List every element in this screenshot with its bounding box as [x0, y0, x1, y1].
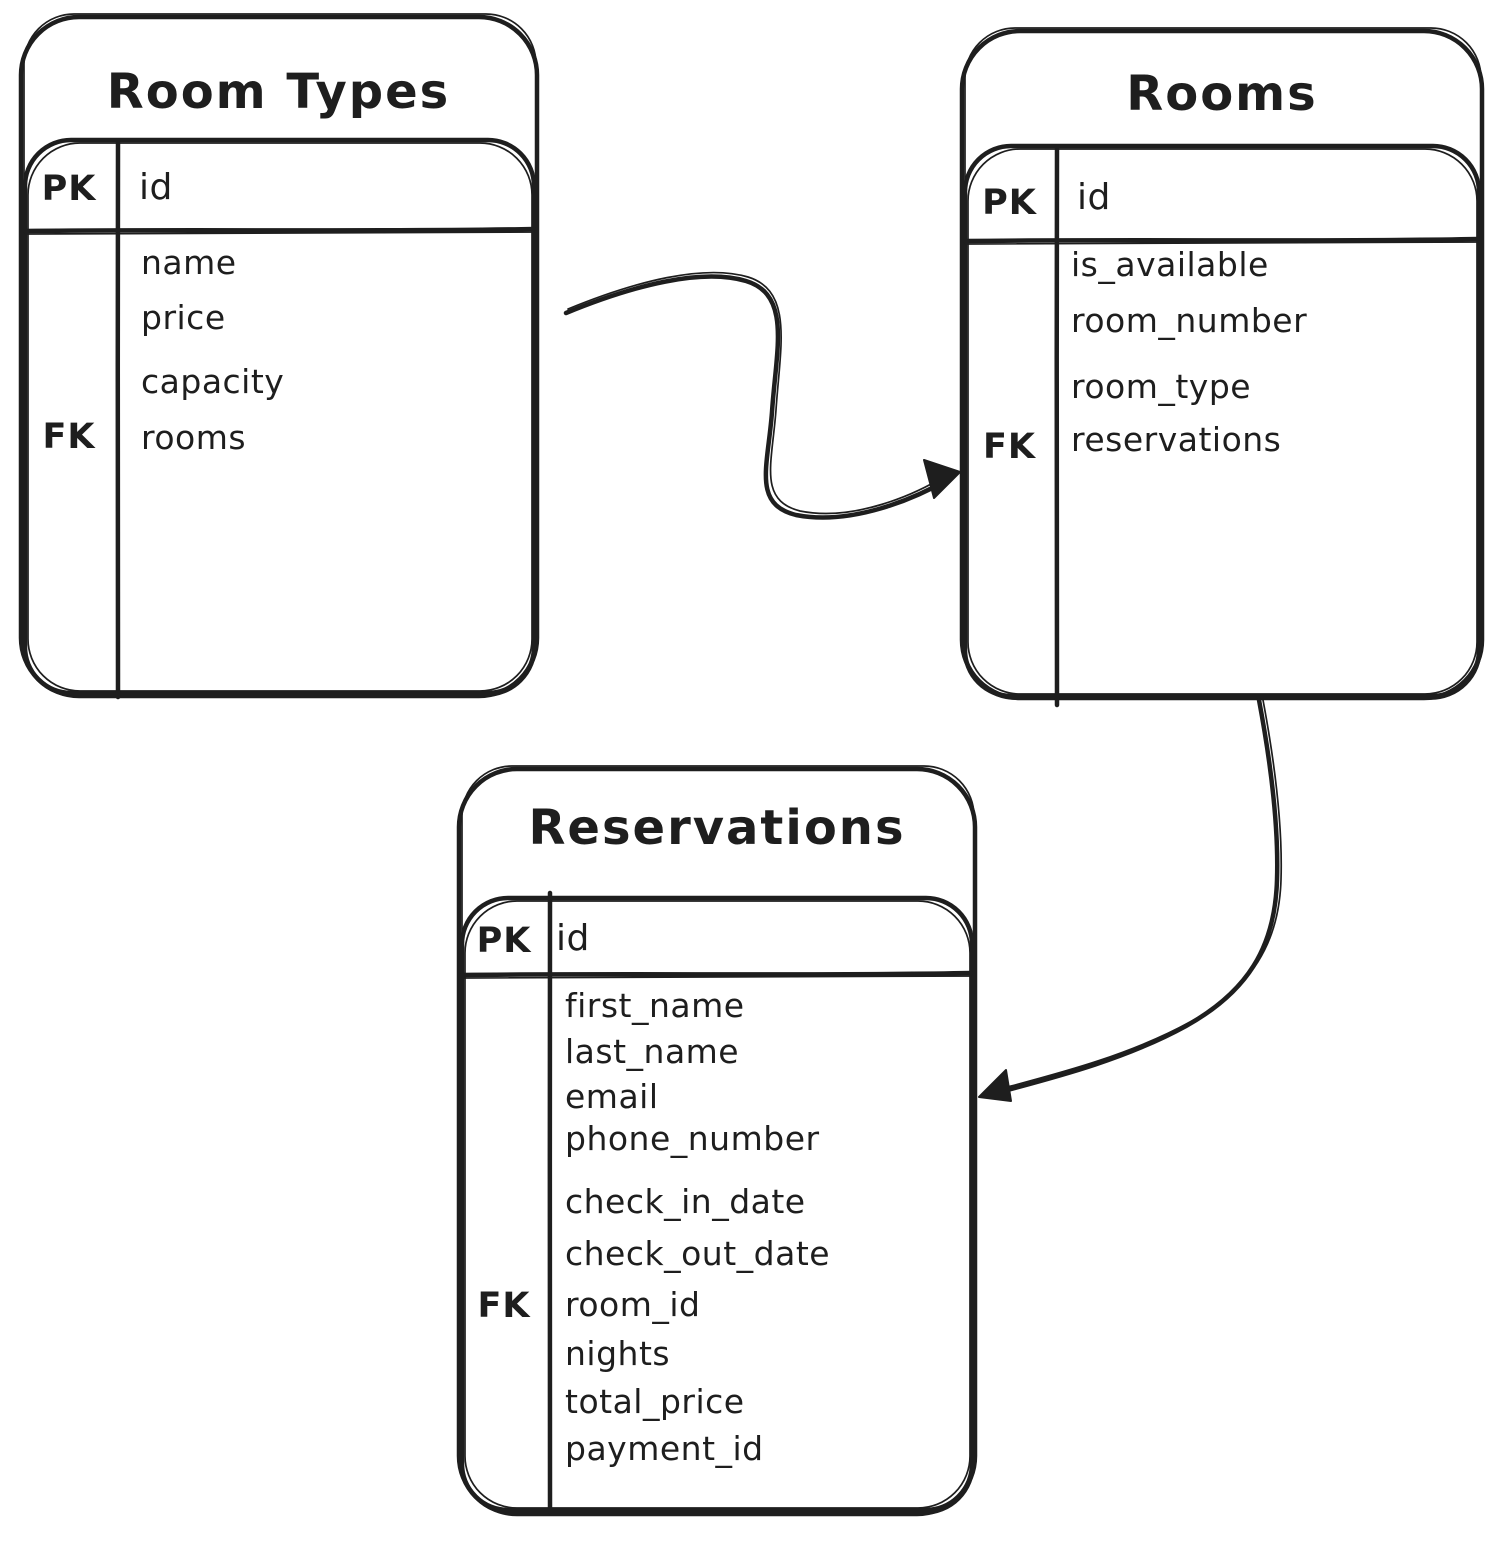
room-types-pk-row-divider — [22, 226, 537, 234]
rooms-outline-sketch — [964, 27, 1482, 700]
rooms-pk-row-divider-sketch — [964, 241, 1479, 245]
arrow-room-types-to-rooms — [563, 271, 961, 520]
room-types-field-rooms: rooms — [141, 418, 247, 457]
rooms-field-reservations: reservations — [1071, 420, 1282, 459]
arrow-rooms-to-reservations — [978, 697, 1283, 1102]
reservations-key-column-divider — [547, 890, 553, 1515]
room-types-title: Room Types — [106, 64, 451, 120]
reservations-pk-field: id — [556, 918, 590, 959]
reservations-title: Reservations — [528, 800, 906, 856]
room-types-field-capacity: capacity — [141, 362, 285, 401]
table-rooms-shape — [959, 27, 1485, 708]
arrow-room-types-to-rooms-line-sketch — [567, 271, 946, 515]
room-types-field-name: name — [141, 243, 237, 282]
room-types-field-price: price — [141, 298, 226, 337]
table-reservations-shape — [456, 765, 978, 1517]
rooms-body-box — [962, 143, 1482, 699]
reservations-field-total-price: total_price — [565, 1382, 745, 1421]
reservations-field-check-in-date: check_in_date — [565, 1182, 806, 1221]
rooms-field-room-number: room_number — [1071, 301, 1308, 340]
arrowhead-into-rooms — [923, 459, 961, 499]
reservations-body-box-sketch — [464, 900, 971, 1509]
room-types-fk-label: FK — [42, 417, 96, 457]
rooms-field-is-available: is_available — [1071, 245, 1269, 284]
rooms-title: Rooms — [1126, 66, 1318, 122]
reservations-field-nights: nights — [565, 1334, 671, 1373]
arrow-rooms-to-reservations-line — [993, 697, 1280, 1096]
room-types-body-box — [22, 137, 537, 696]
arrowhead-into-reservations — [978, 1069, 1012, 1102]
rooms-pk-row-divider — [962, 236, 1481, 244]
rooms-field-room-type: room_type — [1071, 367, 1252, 406]
rooms-fk-label: FK — [982, 427, 1037, 467]
reservations-pk-label: PK — [476, 921, 532, 961]
reservations-body-box — [459, 895, 975, 1513]
room-types-body-box-sketch — [27, 142, 533, 692]
rooms-outline — [959, 28, 1485, 701]
room-types-pk-label: PK — [41, 169, 97, 209]
rooms-body-box-sketch — [967, 148, 1478, 695]
reservations-field-first-name: first_name — [565, 986, 745, 1025]
reservations-field-check-out-date: check_out_date — [565, 1234, 831, 1273]
rooms-pk-field: id — [1077, 177, 1111, 218]
room-types-key-column-divider — [115, 138, 121, 700]
room-types-pk-field: id — [139, 167, 173, 208]
reservations-pk-row-divider-sketch — [461, 975, 972, 979]
rooms-key-column-divider — [1054, 144, 1060, 708]
room-types-pk-row-divider-sketch — [24, 231, 535, 235]
arrow-room-types-to-rooms-line — [563, 274, 950, 520]
reservations-field-payment-id: payment_id — [565, 1429, 764, 1468]
reservations-pk-row-divider — [459, 970, 974, 978]
reservations-field-room-id: room_id — [565, 1285, 701, 1324]
table-room-types-shape — [18, 13, 540, 700]
rooms-pk-label: PK — [982, 183, 1037, 223]
reservations-fk-label: FK — [477, 1286, 531, 1326]
reservations-field-last-name: last_name — [565, 1032, 740, 1071]
arrow-rooms-to-reservations-line-sketch — [999, 699, 1283, 1090]
reservations-field-phone-number: phone_number — [565, 1119, 820, 1158]
reservations-field-email: email — [565, 1077, 659, 1116]
